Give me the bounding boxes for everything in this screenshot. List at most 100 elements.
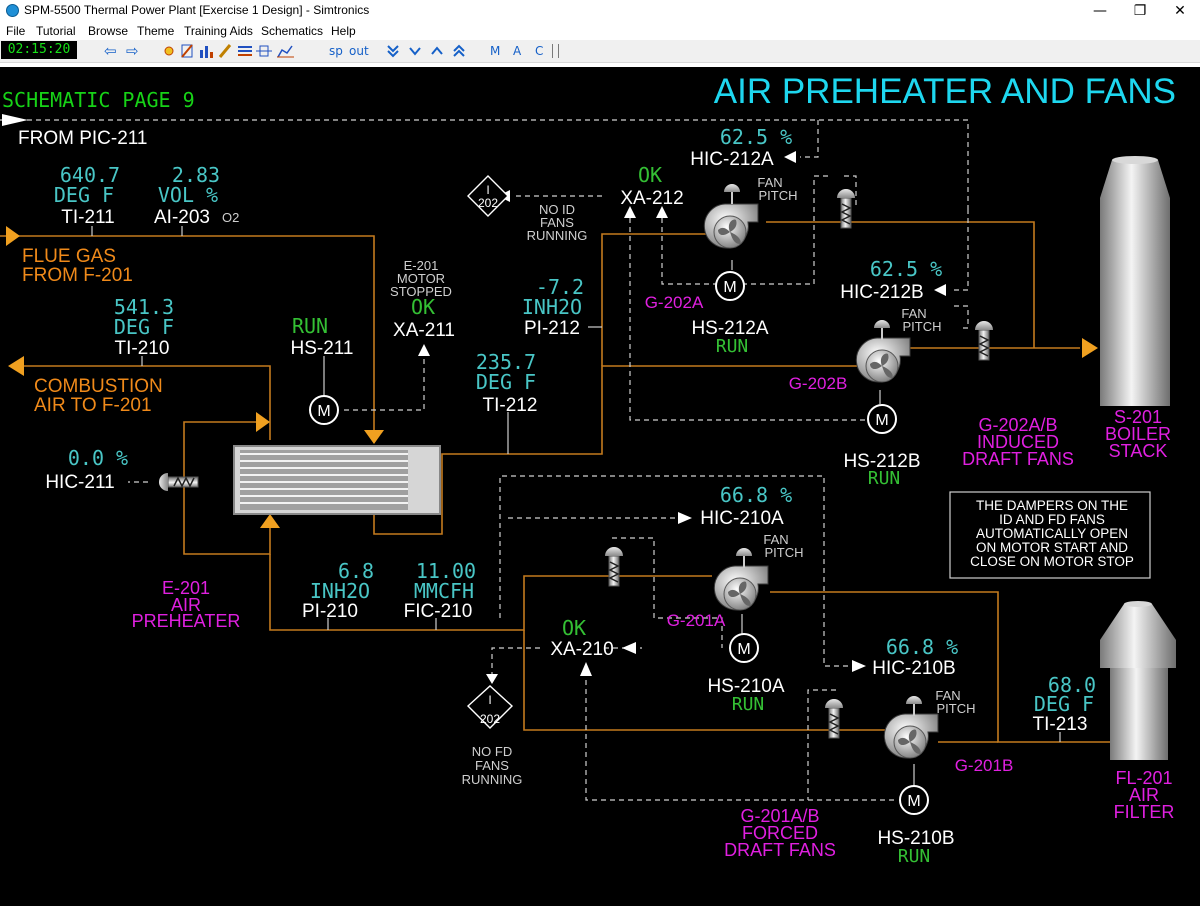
ai203-tag[interactable]: AI-203 [154,207,210,228]
menu-browse[interactable]: Browse [88,24,129,38]
ti211-value[interactable]: 640.7 [60,163,120,187]
forward-arrow-icon[interactable]: ⇨ [126,42,139,60]
damper-g201b[interactable] [824,698,844,739]
boiler-stack-s201[interactable] [1100,156,1170,406]
g201a-label: G-201A [667,611,726,630]
pen-icon[interactable] [218,44,232,58]
hic212b-tag[interactable]: HIC-212B [840,282,923,303]
signal-line [844,175,857,208]
tools-icon[interactable] [181,44,193,58]
arrow-up-icon [418,344,430,356]
fan-g201b[interactable] [883,713,939,759]
list-icon[interactable] [238,46,252,56]
ti210-tag[interactable]: TI-210 [115,338,170,359]
manual-mode-button[interactable]: M [490,44,501,58]
bar-graph-icon[interactable] [200,46,213,58]
signal-line [344,356,425,411]
fic210-tag[interactable]: FIC-210 [404,601,473,622]
minimize-button[interactable]: — [1093,3,1107,19]
trend-icon[interactable] [277,45,294,58]
hic210a-value[interactable]: 66.8 % [720,483,792,507]
ti211-tag[interactable]: TI-211 [61,207,115,228]
menu-tutorial[interactable]: Tutorial [36,24,76,38]
hic210b-tag[interactable]: HIC-210B [872,658,955,679]
up-icon[interactable] [431,46,443,55]
pi212-tag[interactable]: PI-212 [524,318,580,339]
signal-line [585,680,898,801]
no-id-fans-line2: FANS [540,215,574,230]
stack-label: STACK [1109,441,1168,461]
hs210a-tag[interactable]: HS-210A [707,676,784,697]
hic211-value[interactable]: 0.0 % [68,446,128,470]
hs210b-tag[interactable]: HS-210B [877,828,954,849]
auto-mode-button[interactable]: A [513,44,522,58]
hs211-status: RUN [292,314,328,338]
xa212-tag[interactable]: XA-212 [620,188,683,209]
id-fans-label: G-202A/B [978,415,1057,435]
hic210a-tag[interactable]: HIC-210A [700,508,784,529]
interlock-i202-top[interactable] [467,175,509,217]
hs210b-status: RUN [898,846,931,867]
hic212b-value[interactable]: 62.5 % [870,257,942,281]
hs211-tag[interactable]: HS-211 [290,338,353,359]
interlock-i202-bottom[interactable] [466,685,514,729]
simulation-clock: 02:15:20 [1,41,77,59]
fan-g201a[interactable] [713,565,769,611]
filter-label: FILTER [1114,802,1175,822]
output-button[interactable]: out [349,44,369,58]
setpoint-button[interactable]: sp [329,44,343,58]
network-icon[interactable] [256,45,272,57]
fan-pitch-actuator[interactable] [873,319,891,341]
back-arrow-icon[interactable]: ⇦ [104,42,117,60]
hs210a-status: RUN [732,694,765,715]
xa210-tag[interactable]: XA-210 [550,639,613,660]
menu-theme[interactable]: Theme [137,24,175,38]
fan-pitch-label: PITCH [765,545,804,560]
fan-pitch-label: FAN [757,175,782,190]
ti213-value[interactable]: 68.0 [1048,673,1096,697]
ti210-value[interactable]: 541.3 [114,295,174,319]
fan-pitch-actuator[interactable] [723,183,741,205]
fan-pitch-label: FAN [935,688,960,703]
fan-g202b[interactable] [855,337,911,383]
damper-hic211[interactable] [158,472,199,492]
fan-pitch-label: FAN [763,532,788,547]
air-preheater-e201[interactable] [233,445,441,515]
double-up-icon[interactable] [453,44,465,57]
cascade-mode-button[interactable]: C [535,44,544,58]
hs212a-tag[interactable]: HS-212A [691,318,768,339]
ti212-tag[interactable]: TI-212 [483,395,538,416]
menu-file[interactable]: File [6,24,26,38]
down-icon[interactable] [409,47,421,56]
menu-schematics[interactable]: Schematics [261,24,324,38]
double-down-icon[interactable] [387,45,399,58]
pi210-value[interactable]: 6.8 [338,559,374,583]
hic210b-value[interactable]: 66.8 % [886,635,958,659]
hic211-tag[interactable]: HIC-211 [45,472,114,493]
hic212a-tag[interactable]: HIC-212A [690,149,774,170]
damper-g201a[interactable] [604,546,624,587]
sun-icon[interactable] [164,46,174,56]
damper-g202b[interactable] [974,320,994,361]
hic212a-value[interactable]: 62.5 % [720,125,792,149]
air-filter-fl201[interactable] [1100,601,1176,760]
fan-g202a[interactable] [703,203,759,249]
menu-training-aids[interactable]: Training Aids [184,24,253,38]
pi212-value[interactable]: -7.2 [536,275,584,299]
no-id-fans-line3: RUNNING [527,228,588,243]
xa211-status: OK [411,295,435,319]
menu-help[interactable]: Help [331,24,356,38]
maximize-button[interactable]: ❐ [1133,3,1147,19]
fic210-value[interactable]: 11.00 [416,559,476,583]
close-button[interactable]: ✕ [1174,3,1186,19]
fan-pitch-actuator[interactable] [735,547,753,569]
pi210-tag[interactable]: PI-210 [302,601,358,622]
hs212b-tag[interactable]: HS-212B [843,451,920,472]
xa211-tag[interactable]: XA-211 [393,320,455,341]
ti212-value[interactable]: 235.7 [476,350,536,374]
arrow-up-icon [656,206,668,218]
ti213-tag[interactable]: TI-213 [1033,714,1088,735]
schematic-page-label: SCHEMATIC PAGE 9 [2,88,195,112]
fan-pitch-actuator[interactable] [905,695,923,717]
ai203-value[interactable]: 2.83 [172,163,220,187]
